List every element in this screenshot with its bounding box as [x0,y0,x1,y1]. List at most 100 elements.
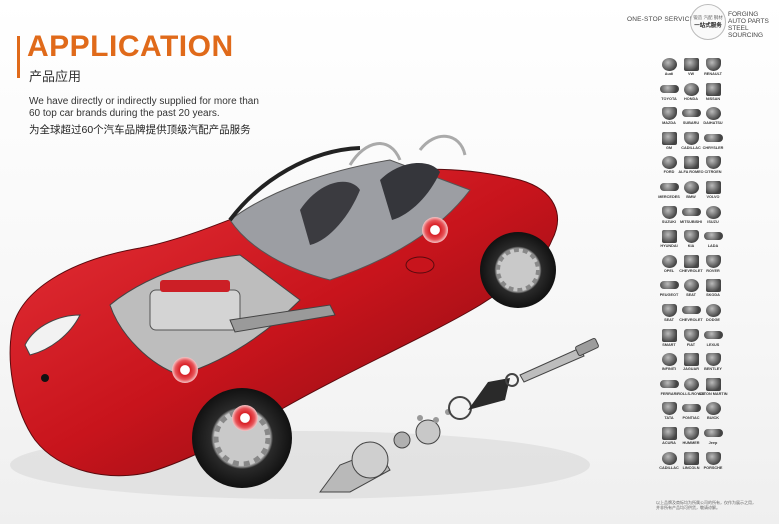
brand-name: LADA [707,244,719,249]
brand-mark-icon [661,205,677,219]
brand-logo: Audi [658,58,680,83]
brand-mark-icon [705,279,721,293]
brand-logo: PONTIAC [680,402,702,427]
brand-mark-icon [661,58,677,71]
brand-logo: VW [680,58,702,83]
brand-name: DAIHATSU [703,121,723,126]
brand-logo: SEAT [658,303,680,329]
service-list: FORGING AUTO PARTS STEEL SOURCING [728,11,779,39]
side-mirror [405,256,435,274]
brand-name: ISUZU [707,219,719,224]
brand-logo: SUZUKI [658,205,680,231]
brand-logo: SMART [658,328,680,354]
brand-name: SUBARU [682,121,700,126]
brand-logo: NISSAN [702,82,724,108]
brand-mark-icon [659,84,679,93]
brand-logo: CHEVROLET [679,254,703,280]
brand-name: MITSUBISHI [680,219,702,224]
brand-mark-icon [703,232,723,241]
brand-name: JAGUAR [682,367,700,372]
brand-name: CADILLAC [659,465,679,470]
brand-name: FORD [663,170,675,175]
brand-name: LEXUS [706,342,720,347]
brand-name: FIAT [686,342,696,347]
brand-logo: SKODA [702,279,724,304]
service-auto-parts: AUTO PARTS [728,18,769,25]
brand-name: TATA [664,416,674,421]
drivetrain-tunnel [229,304,336,333]
brand-logo: HONDA [680,82,702,108]
brand-name: SEAT [686,293,696,298]
brand-name: CHEVROLET [679,317,703,322]
brand-logo: ROVER [702,254,724,280]
brand-name: BMW [686,194,696,199]
brand-name: CITROEN [704,170,722,175]
brand-mark-icon [661,107,677,121]
brand-logo: ASTON MARTIN [698,377,728,403]
brand-logo: RENAULT [702,58,724,83]
brand-logo: Jeep [702,427,724,452]
service-steel-sourcing: STEEL SOURCING [728,25,764,39]
brand-name: DODGE [706,317,720,322]
brand-mark-icon [661,353,677,367]
rear-wheel [480,232,556,308]
brand-logo: MERCEDES [658,181,680,206]
title-accent-bar [17,36,20,78]
brand-mark-icon [681,305,701,314]
brand-logo: HUMMER [680,426,702,452]
brand-name: NISSAN [705,96,721,101]
brand-mark-icon [683,377,699,391]
brand-mark-icon [661,131,677,145]
brand-mark-icon [659,182,679,191]
brand-name: MERCEDES [658,194,680,199]
brand-logo: BUICK [702,402,724,427]
brand-footnote: 以上品牌及商标均为所属公司的所有，仅作为展示之用，并非所有产品均可供货，敬请谅解… [656,500,756,510]
brand-name: PONTIAC [682,416,700,421]
brand-logo: TOYOTA [658,83,680,108]
service-label: ONE-STOP SERVICES [627,16,699,23]
brand-name: BUICK [706,416,720,421]
brand-name: BENTLEY [704,367,722,372]
brand-mark-icon [683,328,699,342]
description-cn: 为全球超过60个汽车品牌提供顶级汽配产品服务 [29,124,251,136]
brand-name: FERRARI [660,391,678,396]
brand-mark-icon [705,254,721,268]
brand-mark-icon [705,353,721,367]
brand-mark-icon [705,58,721,71]
hotspot-engine[interactable] [172,357,198,383]
roll-bar [348,134,467,166]
brand-name: ASTON MARTIN [698,391,728,396]
brand-name: Audi [664,72,674,76]
brand-mark-icon [703,133,723,142]
hotspot-cockpit[interactable] [422,217,448,243]
brand-mark-icon [705,303,721,317]
service-badge-line2: 一站式服务 [694,23,722,29]
axle-shaft [519,347,585,383]
headlight [24,314,81,356]
service-badge-line1: 锻造 汽配 钢材 [693,15,723,20]
brand-name: HYUNDAI [660,244,678,249]
brand-name: CHRYSLER [702,145,724,150]
brand-mark-icon [705,451,721,465]
spline-end [575,337,599,357]
hotspot-front-wheel[interactable] [232,405,258,431]
brand-mark-icon [661,328,677,342]
brand-mark-icon [705,402,721,416]
rear-wheel-spokes [496,248,540,292]
brand-logo: CHEVROLET [679,304,703,329]
brand-mark-icon [659,281,679,290]
brand-name: SKODA [706,293,720,298]
steel-ball [433,417,439,423]
brand-mark-icon [705,205,721,219]
brand-mark-icon [683,58,699,71]
brand-mark-icon [661,156,677,170]
brand-mark-icon [683,82,699,96]
brand-mark-icon [681,109,701,118]
brand-name: VOLVO [706,194,720,199]
brand-logo: DODGE [702,303,724,329]
brand-logo: KIA [680,230,702,255]
brand-name: SUZUKI [661,219,677,224]
brand-logo: LADA [702,230,724,255]
seat [300,181,360,245]
brand-mark-icon [683,451,699,465]
